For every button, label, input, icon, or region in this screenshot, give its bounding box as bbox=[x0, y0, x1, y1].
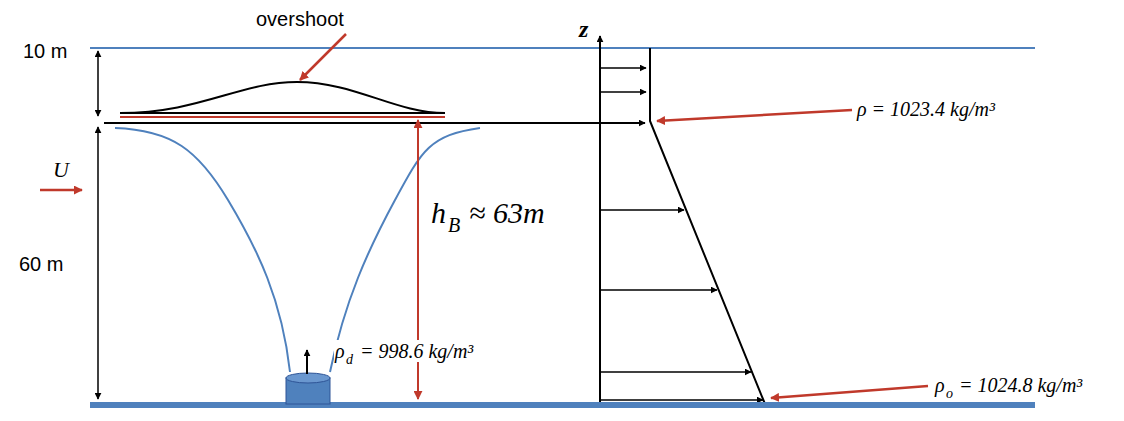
density-label: ρ = 1023.4 kg/m³ bbox=[856, 98, 996, 120]
density-subscript: o bbox=[945, 386, 954, 401]
velocity-arrow bbox=[600, 371, 751, 373]
dimension-arrow bbox=[97, 51, 99, 116]
dimension-label: 60 m bbox=[18, 253, 64, 275]
pycnocline-line bbox=[104, 122, 645, 124]
density-value: = 998.6 kg/m³ bbox=[359, 340, 474, 362]
leader-arrow bbox=[657, 110, 852, 121]
height-subscript: B bbox=[447, 214, 461, 236]
leader-arrow bbox=[771, 386, 928, 398]
current-arrow bbox=[40, 189, 82, 192]
leader-arrow bbox=[300, 34, 346, 80]
density-subscript: d bbox=[345, 352, 354, 367]
height-symbol: h bbox=[430, 196, 447, 229]
velocity-arrow bbox=[600, 399, 763, 401]
axis-label: z bbox=[578, 16, 589, 42]
velocity-symbol: U bbox=[52, 158, 70, 182]
plume-outline bbox=[115, 128, 290, 372]
overshoot-curve bbox=[120, 82, 445, 113]
density-symbol: ρ bbox=[934, 374, 946, 396]
neutral-buoyancy-line bbox=[120, 116, 445, 118]
z-axis bbox=[599, 36, 601, 404]
dimension-label: 10 m bbox=[22, 40, 68, 62]
sea-surface bbox=[90, 47, 1035, 49]
density-value: = 1024.8 kg/m³ bbox=[958, 374, 1083, 396]
seabed bbox=[90, 402, 1035, 408]
velocity-arrow bbox=[600, 67, 646, 69]
density-symbol: ρ bbox=[334, 340, 346, 362]
velocity-arrow bbox=[600, 209, 684, 211]
height-value: ≈ 63m bbox=[468, 196, 546, 229]
dimension-arrow bbox=[97, 127, 99, 399]
profile-outline bbox=[650, 48, 765, 404]
plume-outline bbox=[330, 128, 480, 372]
velocity-arrow bbox=[600, 91, 646, 93]
diffuser-top bbox=[286, 373, 330, 383]
velocity-arrow bbox=[600, 289, 717, 291]
discharge-arrow bbox=[306, 350, 308, 374]
callout-text: overshoot bbox=[255, 8, 345, 30]
